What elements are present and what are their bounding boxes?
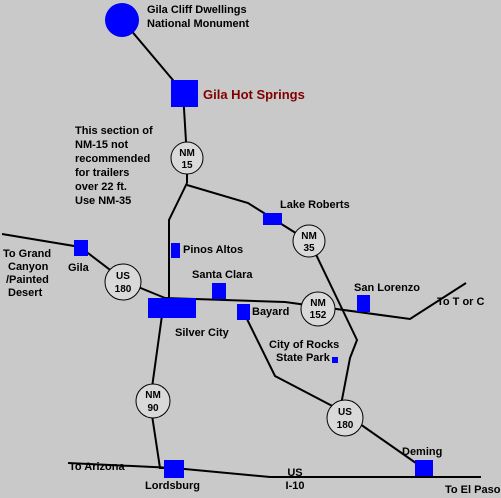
label-san-lorenzo: San Lorenzo xyxy=(354,282,420,294)
direction-grand-canyon-line3: /Painted xyxy=(6,274,49,286)
lordsburg-marker[interactable] xyxy=(164,460,184,478)
shield-nm35-line2: 35 xyxy=(303,243,315,254)
bayard-marker[interactable] xyxy=(237,304,250,320)
gila-hot-springs-marker[interactable] xyxy=(171,80,198,107)
label-gila: Gila xyxy=(68,262,90,274)
label-lordsburg: Lordsburg xyxy=(145,480,200,492)
road-nm15-south xyxy=(168,182,188,310)
direction-grand-canyon-line1: To Grand xyxy=(3,248,51,260)
label-gila-cliff-line2: National Monument xyxy=(147,18,249,30)
direction-el-paso: To El Paso xyxy=(445,484,501,496)
label-city-of-rocks-line2: State Park xyxy=(276,352,331,364)
road-i10 xyxy=(67,462,481,478)
santa-clara-marker[interactable] xyxy=(212,283,226,299)
shield-nm90: NM 90 xyxy=(135,383,171,419)
town-markers xyxy=(74,3,433,478)
gila-marker[interactable] xyxy=(74,240,88,256)
shield-us180-south-line1: US xyxy=(338,407,352,418)
pinos-altos-marker[interactable] xyxy=(171,243,180,258)
shield-nm35: NM 35 xyxy=(292,224,326,258)
direction-arizona: To Arizona xyxy=(69,461,125,473)
shield-i10: US I-10 xyxy=(286,467,305,492)
direction-grand-canyon-line2: Canyon xyxy=(8,261,49,273)
roads xyxy=(1,21,481,478)
label-pinos-altos: Pinos Altos xyxy=(183,244,243,256)
shield-nm15-line1: NM xyxy=(179,148,195,159)
trailer-advisory-note: This section of NM-15 not recommended fo… xyxy=(75,125,153,207)
san-lorenzo-marker[interactable] xyxy=(357,295,370,312)
note-line-2: NM-15 not xyxy=(75,139,129,151)
road-nm35 xyxy=(186,184,359,411)
label-santa-clara: Santa Clara xyxy=(192,269,253,281)
label-silver-city: Silver City xyxy=(175,327,230,339)
shield-us180-south: US 180 xyxy=(326,399,364,437)
shield-nm90-line1: NM xyxy=(145,390,161,401)
shield-i10-line1: US xyxy=(287,467,302,479)
shield-i10-line2: I-10 xyxy=(286,480,305,492)
shield-us180-south-line2: 180 xyxy=(337,420,354,431)
lake-roberts-marker[interactable] xyxy=(263,213,282,225)
shield-nm152: NM 152 xyxy=(300,291,336,327)
note-line-1: This section of xyxy=(75,125,153,137)
note-line-6: Use NM-35 xyxy=(75,195,131,207)
direction-t-or-c: To T or C xyxy=(437,296,485,308)
road-bayard-south xyxy=(242,310,341,411)
road-us180-west xyxy=(1,233,166,299)
note-line-5: over 22 ft. xyxy=(75,181,127,193)
shield-nm90-line2: 90 xyxy=(147,403,159,414)
label-bayard: Bayard xyxy=(252,306,289,318)
shield-nm15-line2: 15 xyxy=(181,160,193,171)
label-city-of-rocks-line1: City of Rocks xyxy=(269,339,339,351)
note-line-4: for trailers xyxy=(75,167,129,179)
label-deming: Deming xyxy=(402,446,442,458)
shield-nm15: NM 15 xyxy=(170,141,204,175)
shield-us180-west-line2: 180 xyxy=(115,284,132,295)
note-line-3: recommended xyxy=(75,153,150,165)
label-gila-cliff-line1: Gila Cliff Dwellings xyxy=(147,4,247,16)
shield-nm152-line1: NM xyxy=(310,298,326,309)
shield-us180-west-line1: US xyxy=(116,271,130,282)
road-nm152 xyxy=(164,282,467,321)
shield-nm35-line1: NM xyxy=(301,231,317,242)
gila-cliff-marker[interactable] xyxy=(105,3,139,37)
direction-grand-canyon-line4: Desert xyxy=(8,287,43,299)
label-lake-roberts: Lake Roberts xyxy=(280,199,350,211)
shield-nm152-line2: 152 xyxy=(310,310,327,321)
shield-us180-west: US 180 xyxy=(104,263,142,301)
city-of-rocks-marker[interactable] xyxy=(332,357,338,363)
direction-grand-canyon: To Grand Canyon /Painted Desert xyxy=(3,248,51,299)
silver-city-marker[interactable] xyxy=(148,298,196,318)
deming-marker[interactable] xyxy=(415,460,433,476)
label-gila-hot-springs: Gila Hot Springs xyxy=(203,87,305,102)
